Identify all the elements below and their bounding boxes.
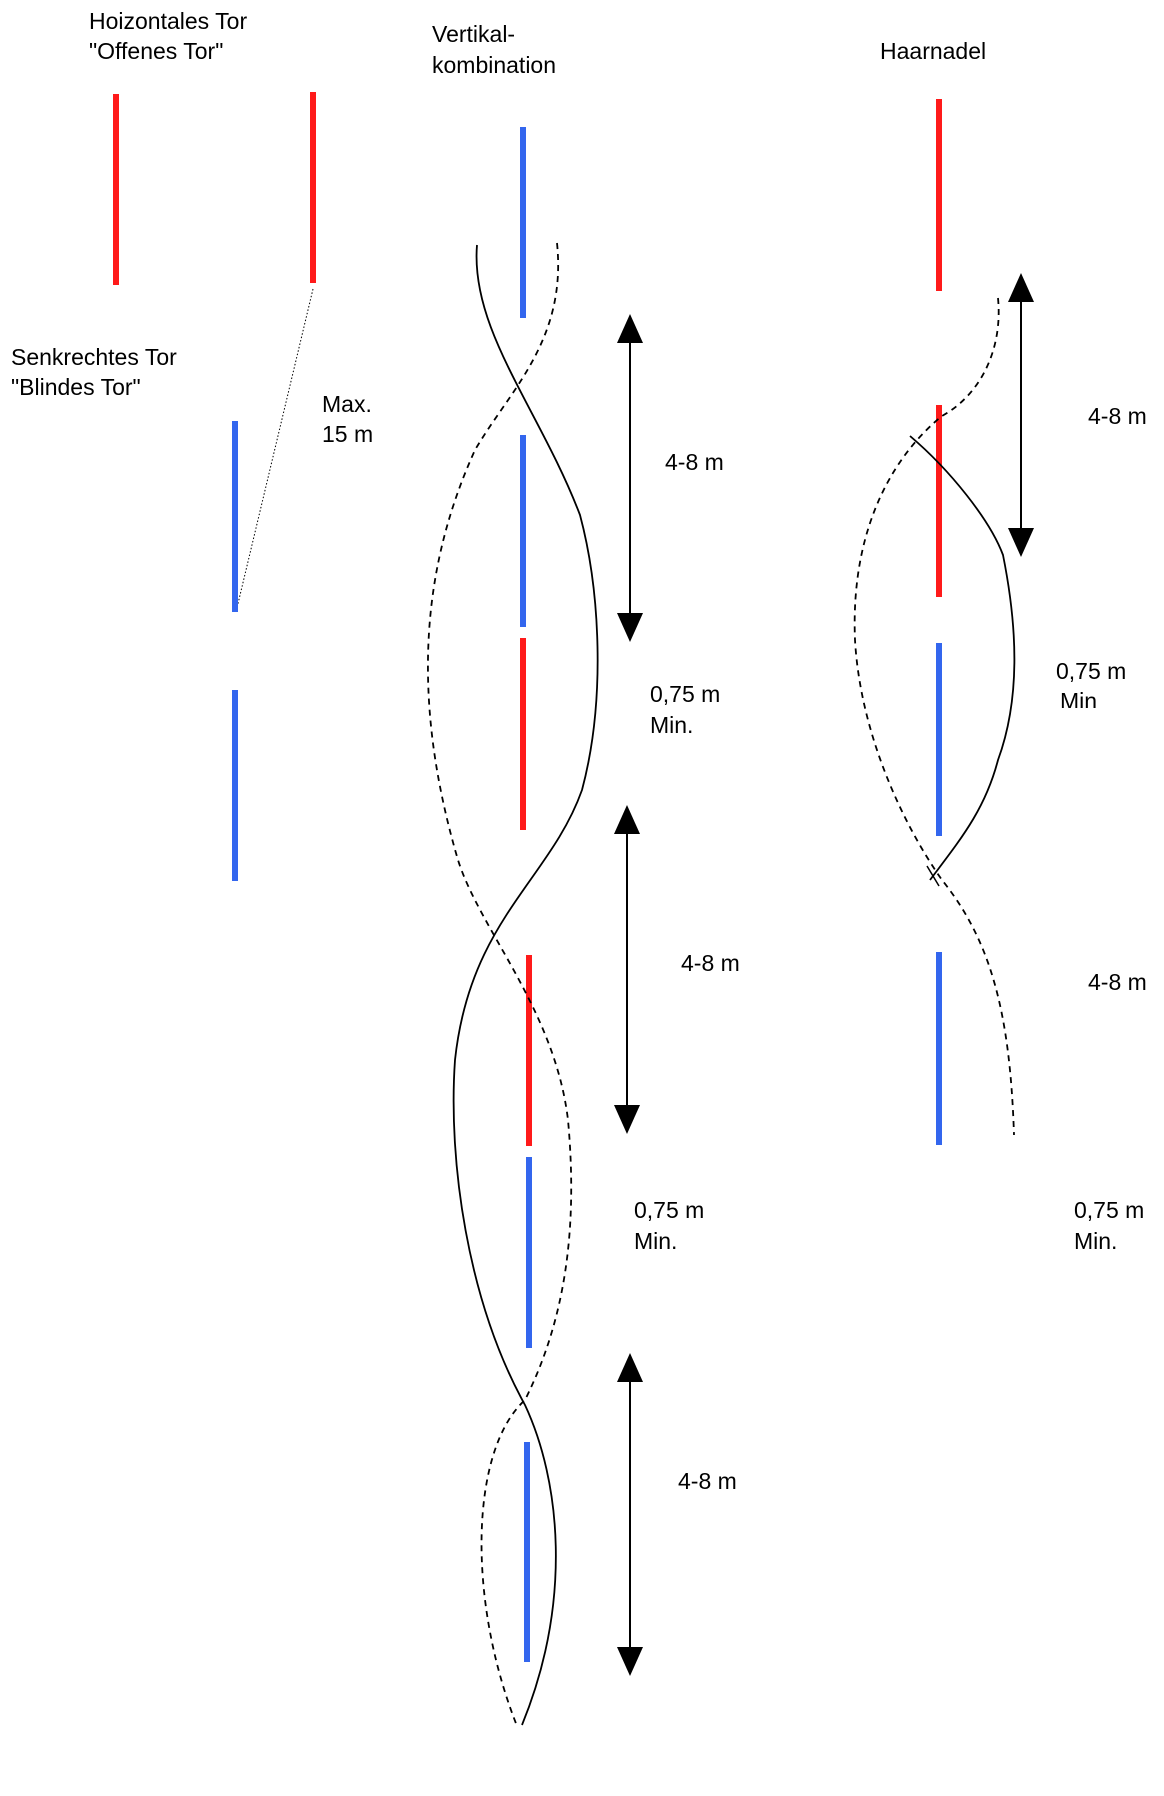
- ski-track-dashed: [853, 297, 1015, 1136]
- vertical-gate-title-line1: Senkrechtes Tor: [11, 344, 177, 370]
- horizontal-gate-title-line1: Hoizontales Tor: [89, 8, 247, 34]
- min-gap-label-line1: 0,75 m: [1056, 658, 1126, 684]
- hairpin-section: Haarnadel 4-8 m 0,75 m Min 4-8 m 0,75 m …: [853, 38, 1147, 1254]
- horizontal-gate-title-line2: "Offenes Tor": [89, 38, 223, 64]
- vertical-combination-section: Vertikal- kombination 4-8 m 0,75 m Min. …: [427, 21, 740, 1727]
- horizontal-gate-section: Hoizontales Tor "Offenes Tor": [89, 8, 316, 285]
- vertical-combination-title-line1: Vertikal-: [432, 21, 515, 47]
- vertical-combination-title-line2: kombination: [432, 52, 556, 78]
- double-arrow-icon: [614, 805, 640, 1134]
- vertical-gate-title-line2: "Blindes Tor": [11, 374, 141, 400]
- min-gap-label-line1: 0,75 m: [650, 681, 720, 707]
- distance-label: 4-8 m: [665, 449, 724, 475]
- double-arrow-icon: [617, 1353, 643, 1676]
- distance-label: 4-8 m: [678, 1468, 737, 1494]
- distance-label: 4-8 m: [1088, 969, 1147, 995]
- min-gap-label-line1: 0,75 m: [634, 1197, 704, 1223]
- double-arrow-icon: [1008, 273, 1034, 557]
- min-gap-label-line2: Min.: [634, 1228, 677, 1254]
- ski-track-solid: [909, 435, 1016, 881]
- ski-track-dashed: [427, 242, 573, 1727]
- min-gap-label-line1: 0,75 m: [1074, 1197, 1144, 1223]
- ski-track-solid: [452, 244, 599, 1726]
- max-distance-label-line2: 15 m: [322, 421, 373, 447]
- max-distance-dotted-line: [235, 288, 314, 613]
- max-distance-label-line1: Max.: [322, 391, 372, 417]
- distance-label: 4-8 m: [681, 950, 740, 976]
- distance-label: 4-8 m: [1088, 403, 1147, 429]
- track-end-tick: [926, 865, 940, 887]
- min-gap-label-line2: Min.: [1074, 1228, 1117, 1254]
- hairpin-title: Haarnadel: [880, 38, 986, 64]
- vertical-gate-section: Senkrechtes Tor "Blindes Tor" Max. 15 m: [11, 288, 373, 881]
- double-arrow-icon: [617, 314, 643, 642]
- min-gap-label-line2: Min: [1060, 688, 1097, 714]
- min-gap-label-line2: Min.: [650, 712, 693, 738]
